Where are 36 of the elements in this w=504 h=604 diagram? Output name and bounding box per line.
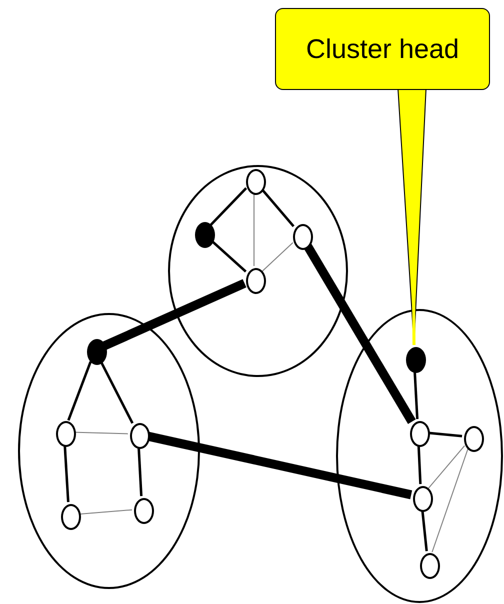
cluster-ellipse — [168, 165, 348, 377]
sensor-node — [413, 486, 433, 512]
callout-pointer — [397, 88, 427, 346]
link-line — [413, 370, 419, 420]
link-line — [417, 444, 422, 484]
sensor-node — [246, 268, 266, 294]
sensor-node — [61, 504, 81, 530]
sensor-node — [410, 421, 430, 447]
link-line — [99, 360, 134, 424]
inter-cluster-link — [102, 279, 246, 350]
link-line — [428, 432, 462, 438]
link-line — [428, 445, 466, 489]
cluster-ellipse — [18, 313, 200, 589]
link-line — [260, 188, 295, 228]
link-line — [210, 187, 248, 226]
inter-cluster-link — [303, 242, 416, 424]
cluster-head-node — [406, 347, 426, 373]
sensor-node — [246, 169, 266, 195]
link-line — [262, 242, 294, 272]
sensor-node — [134, 498, 154, 524]
link-line — [421, 510, 428, 552]
sensor-node — [293, 224, 313, 250]
cluster-head-node — [195, 222, 215, 248]
sensor-node — [130, 423, 150, 449]
link-line — [67, 361, 92, 421]
link-line — [210, 239, 247, 273]
link-line — [74, 432, 128, 434]
link-line — [64, 444, 70, 502]
callout-box: Cluster head — [275, 8, 490, 90]
sensor-node — [420, 553, 440, 579]
link-line — [137, 446, 143, 496]
cluster-ellipse — [336, 309, 503, 603]
sensor-node — [464, 426, 484, 452]
sensor-node — [56, 421, 76, 447]
link-line — [432, 448, 468, 553]
cluster-head-node — [87, 339, 107, 365]
